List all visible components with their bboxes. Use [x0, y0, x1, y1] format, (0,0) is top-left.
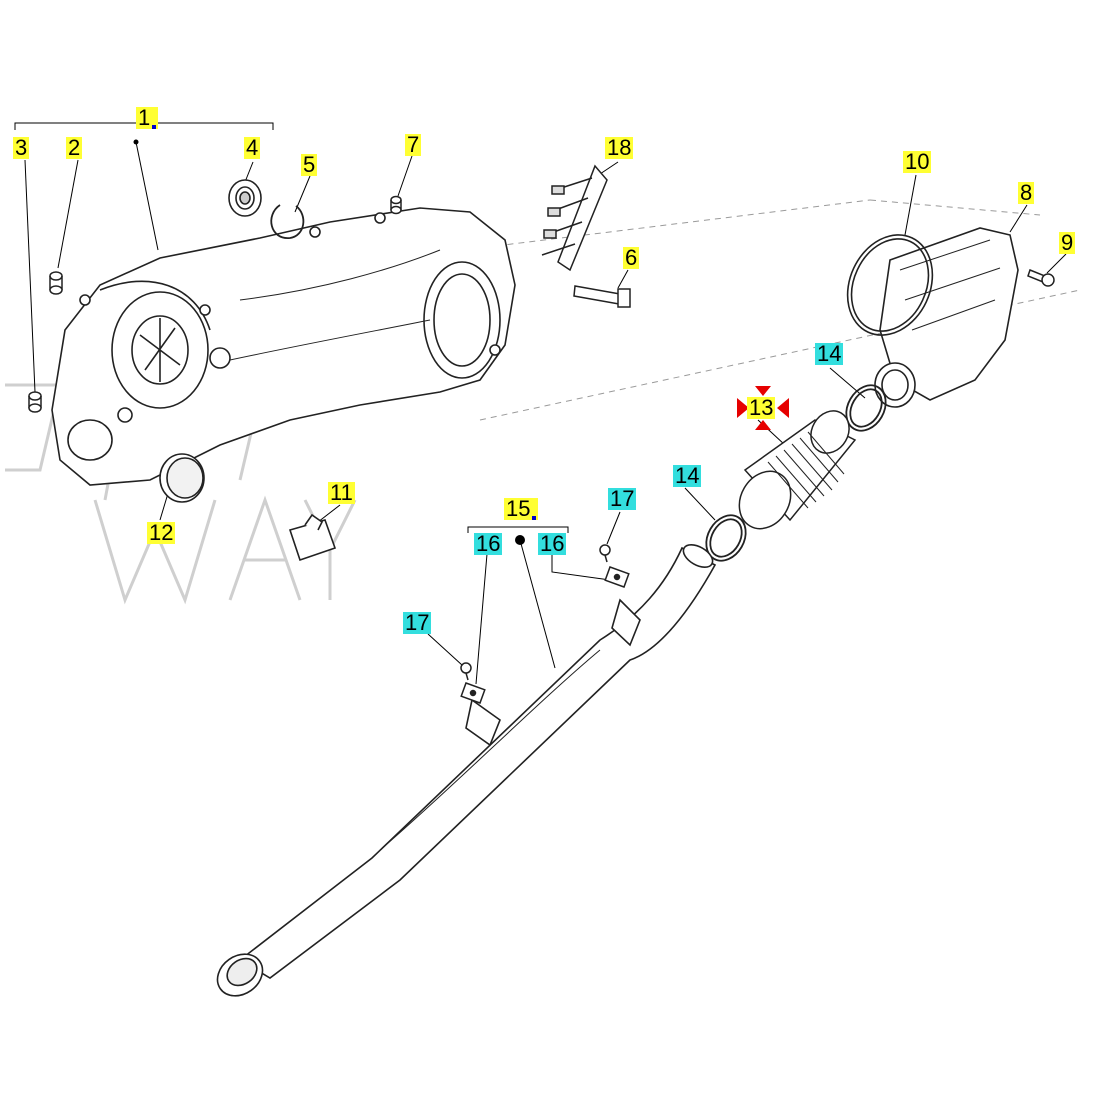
- hose-clamp-14-upper: [845, 384, 887, 432]
- connector-11: [288, 513, 337, 562]
- callout-17-upper[interactable]: 17: [608, 486, 637, 511]
- callout-15[interactable]: 15: [504, 498, 539, 520]
- stud-plate-18: [541, 164, 608, 272]
- callout-18[interactable]: 18: [605, 135, 634, 160]
- callout-7[interactable]: 7: [405, 132, 422, 157]
- callout-17-lower[interactable]: 17: [403, 610, 432, 635]
- screw-9: [1027, 269, 1055, 287]
- hose-clamp-14-lower: [705, 514, 747, 562]
- o-ring-10: [846, 234, 934, 336]
- callout-12[interactable]: 12: [147, 520, 176, 545]
- screw-17-upper: [599, 544, 611, 563]
- clip-nut-16-lower: [460, 682, 486, 704]
- callout-2[interactable]: 2: [66, 135, 83, 160]
- group-marker: [532, 516, 537, 520]
- bolt-6: [573, 285, 631, 308]
- circlip-5: [270, 204, 305, 239]
- callout-9[interactable]: 9: [1059, 230, 1076, 255]
- callout-16-right[interactable]: 16: [538, 531, 567, 556]
- callout-13[interactable]: 13: [747, 395, 776, 420]
- callout-10[interactable]: 10: [903, 149, 932, 174]
- dowel-pin-7: [390, 195, 402, 215]
- bearing-4: [228, 179, 262, 217]
- callout-14-lower[interactable]: 14: [673, 463, 702, 488]
- callout-3[interactable]: 3: [13, 135, 30, 160]
- dowel-pin-3: [28, 391, 42, 413]
- bellows-duct-13: [738, 410, 857, 530]
- intake-tube-15: [216, 544, 717, 997]
- callout-4[interactable]: 4: [244, 135, 261, 160]
- callout-1[interactable]: 1: [136, 107, 159, 129]
- callout-dots: [133, 139, 525, 545]
- callout-6[interactable]: 6: [623, 245, 640, 270]
- clip-nut-16-upper: [604, 566, 630, 588]
- callout-5[interactable]: 5: [301, 152, 318, 177]
- screw-17-lower: [460, 662, 472, 681]
- callout-14-upper[interactable]: 14: [815, 341, 844, 366]
- dowel-pin-2: [49, 271, 63, 295]
- callout-11[interactable]: 11: [328, 480, 355, 505]
- cover-8: [874, 227, 1019, 408]
- callout-16-left[interactable]: 16: [474, 531, 503, 556]
- transmission-cover: [51, 207, 516, 486]
- selected-part-marker: [737, 386, 789, 430]
- cap-12: [159, 453, 205, 503]
- callout-8[interactable]: 8: [1018, 180, 1035, 205]
- group-marker: [152, 125, 157, 129]
